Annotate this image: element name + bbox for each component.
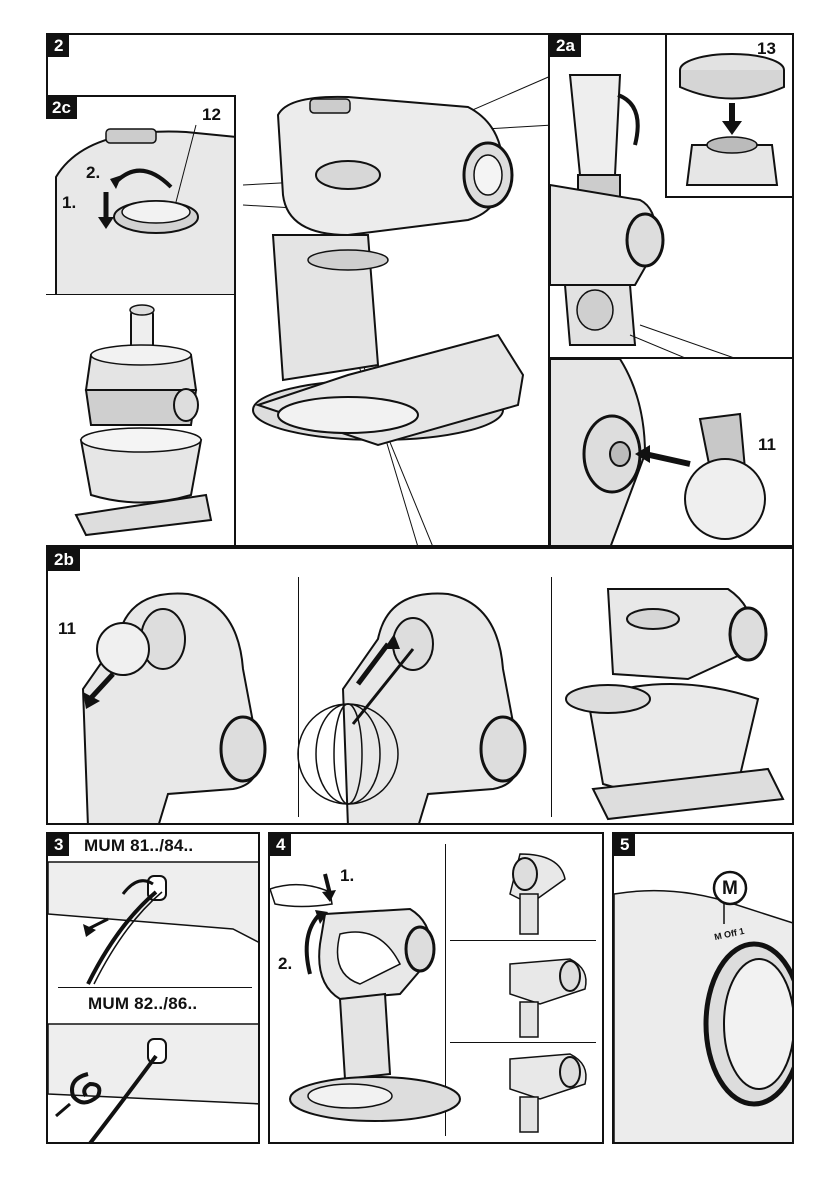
cable-storage-illustrations bbox=[48, 861, 258, 1142]
step-1-label: 1. bbox=[340, 866, 355, 885]
figure-4-label: 4 bbox=[270, 834, 292, 856]
figure-5-panel: 5 M M Off 1 bbox=[612, 832, 794, 1144]
drive-cover-illustration bbox=[550, 359, 766, 545]
figure-3-panel: 3 MUM 81../84.. MUM 82../86.. bbox=[46, 832, 260, 1144]
blender-attachment-illustration bbox=[550, 74, 733, 357]
figure-5-label: 5 bbox=[614, 834, 636, 856]
figure-2c-label: 2c bbox=[46, 97, 77, 119]
figure-2-label: 2 bbox=[48, 35, 70, 57]
speed-dial-illustration bbox=[614, 870, 792, 1142]
shredder-accessory-illustration bbox=[74, 304, 213, 537]
callout-12: 12 bbox=[202, 105, 221, 124]
step-2-label: 2. bbox=[278, 954, 293, 973]
divider bbox=[450, 1042, 596, 1043]
step-2-label: 2. bbox=[86, 163, 101, 182]
lid-inset-illustration bbox=[679, 53, 785, 186]
figure-2b-illustrations bbox=[81, 588, 785, 823]
figure-2b-panel: 2b 11 bbox=[46, 547, 794, 825]
figure-2c-panel: 2c 12 2. 1. bbox=[46, 95, 236, 295]
callout-11-2b: 11 bbox=[58, 619, 76, 638]
divider bbox=[298, 577, 299, 817]
step-1-label: 1. bbox=[62, 193, 77, 212]
figure-3-label: 3 bbox=[48, 834, 70, 856]
divider bbox=[450, 940, 596, 941]
figure-2c-cap-illustration bbox=[55, 124, 234, 294]
dial-marker-M: M bbox=[722, 878, 738, 899]
figure-2a-lid-inset: 13 bbox=[665, 33, 794, 198]
divider bbox=[445, 844, 446, 1136]
figure-2b-label: 2b bbox=[48, 549, 80, 571]
figure-2-illustration bbox=[242, 74, 554, 545]
callout-11-2a: 11 bbox=[758, 435, 776, 454]
figure-2a-label: 2a bbox=[550, 35, 581, 57]
figure-2-accessory-panel bbox=[46, 295, 236, 547]
model-label-81-84: MUM 81../84.. bbox=[84, 836, 194, 855]
figure-2a-cover-inset: 11 bbox=[548, 358, 794, 547]
callout-13: 13 bbox=[757, 39, 776, 58]
divider bbox=[551, 577, 552, 817]
head-position-illustrations bbox=[270, 853, 587, 1133]
divider bbox=[58, 987, 252, 988]
figure-4-panel: 4 1. 2. bbox=[268, 832, 604, 1144]
model-label-82-86: MUM 82../86.. bbox=[88, 994, 198, 1013]
